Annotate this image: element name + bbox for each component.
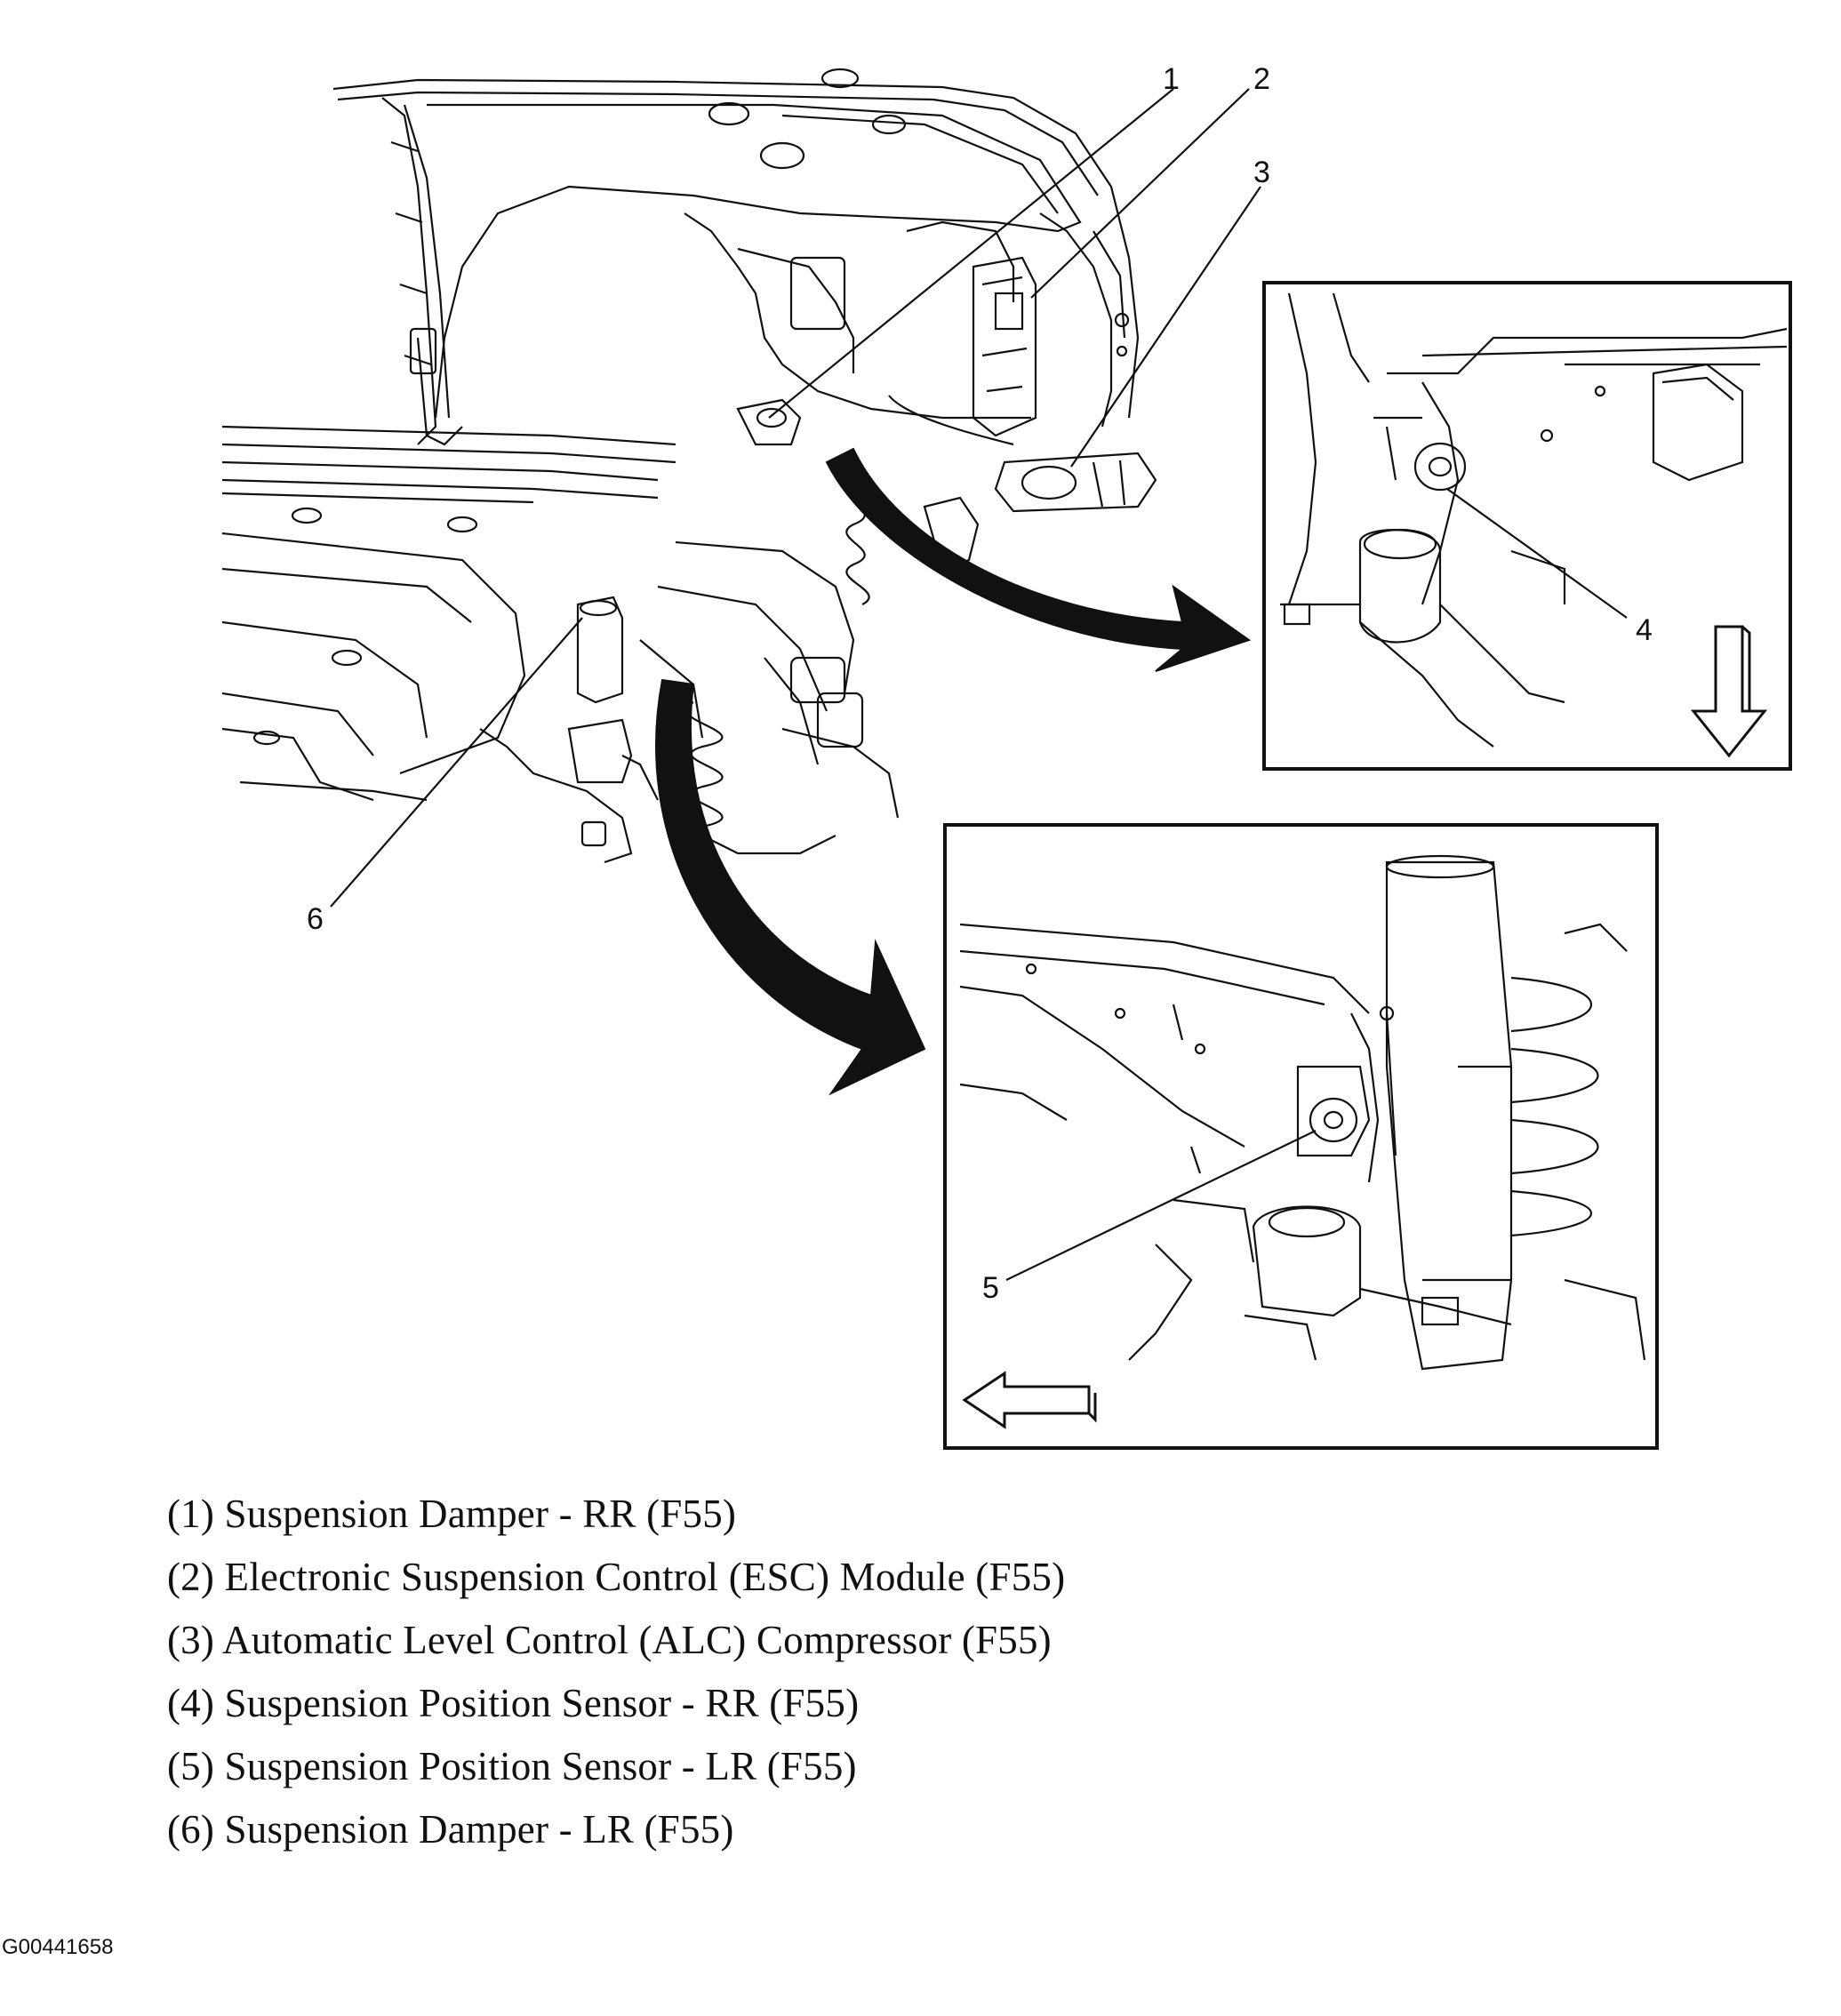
direction-arrow-down	[1690, 625, 1768, 758]
direction-arrow-left	[962, 1371, 1091, 1429]
callout-4: 4	[1636, 613, 1653, 647]
callout-numbers: 1 2 3 4 5 6	[307, 62, 1653, 1305]
inset-lr-sensor-detail	[943, 823, 1659, 1450]
callout-3: 3	[1253, 156, 1270, 189]
legend-item: (6) Suspension Damper - LR (F55)	[167, 1807, 734, 1852]
callout-1: 1	[1163, 62, 1180, 96]
vehicle-body-illustration	[221, 68, 1157, 864]
legend-item: (4) Suspension Position Sensor - RR (F55…	[167, 1681, 860, 1725]
callout-6: 6	[307, 902, 324, 936]
legend-item: (1) Suspension Damper - RR (F55)	[167, 1492, 737, 1536]
zoom-arrow-lower	[655, 678, 926, 1096]
callout-leaders	[330, 88, 1628, 1281]
zoom-arrow-upper	[825, 447, 1252, 672]
legend-item: (3) Automatic Level Control (ALC) Compre…	[167, 1618, 1052, 1662]
callout-2: 2	[1253, 62, 1270, 96]
component-legend: (1) Suspension Damper - RR (F55) (2) Ele…	[167, 1483, 1065, 1861]
callout-5: 5	[982, 1271, 999, 1305]
legend-item: (2) Electronic Suspension Control (ESC) …	[167, 1555, 1066, 1599]
figure-id: G00441658	[2, 1935, 114, 1959]
inset-rr-sensor-detail	[1262, 281, 1792, 771]
legend-item: (5) Suspension Position Sensor - LR (F55…	[167, 1744, 857, 1788]
